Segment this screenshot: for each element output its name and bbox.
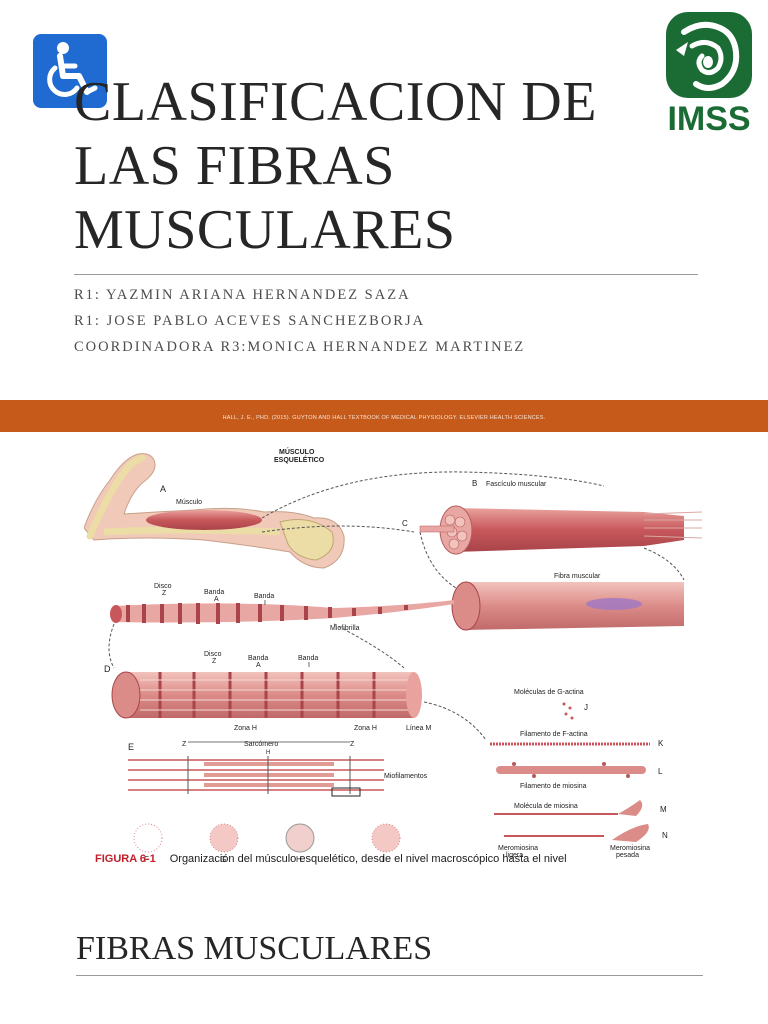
label-f: F (144, 855, 149, 864)
label-i3: I (382, 855, 384, 864)
title-line: CLASIFICACION DE (74, 71, 597, 133)
label-i1: I (264, 600, 266, 607)
label-fasciculo: Fascículo muscular (486, 481, 547, 488)
label-z3: Z (182, 741, 187, 748)
label-miofilamentos: Miofilamentos (384, 773, 428, 780)
label-n: N (662, 831, 668, 840)
label-j: J (584, 703, 588, 712)
molecules-column: Moléculas de G-actina J Filamento de F-a… (490, 689, 668, 859)
label-c: C (402, 519, 408, 528)
fascicle-illustration: B Fascículo muscular C (402, 479, 703, 555)
label-l: L (658, 767, 663, 776)
sarcomere-illustration: E Z Sarcómero Z H Miofilamentos (128, 741, 428, 797)
wheelchair-icon (33, 34, 107, 108)
figure-caption: FIGURA 6-1 Organización del músculo esque… (95, 853, 705, 865)
muscle-fiber-illustration: Fibra muscular (451, 573, 684, 631)
muscle-organization-figure: A Músculo MÚSCULO ESQUELÉTICO B Fascícul… (83, 440, 704, 872)
label-meromiosina-l2: ligera (506, 852, 523, 859)
label-a: A (160, 484, 166, 494)
cross-sections: F G H I (133, 823, 401, 864)
label-f-actina: Filamento de F-actina (520, 731, 588, 738)
author-line: COORDINADORA R3:MONICA HERNANDEZ MARTINE… (74, 339, 526, 355)
author-line: R1: JOSE PABLO ACEVES SANCHEZBORJA (74, 313, 426, 329)
label-disco2: Disco (204, 651, 222, 658)
label-meromiosina-p2: pesada (616, 852, 639, 859)
figure-heading-1: MÚSCULO (279, 447, 315, 456)
page-title: CLASIFICACION DE LAS FIBRAS MUSCULARES (74, 70, 674, 262)
label-z1: Z (162, 590, 167, 597)
label-g: G (220, 855, 226, 864)
myofibril-illustration: Disco Z Banda A Banda I Miofibrilla (110, 583, 454, 632)
label-meromiosina-l1: Meromiosina (498, 845, 538, 852)
figure-caption-text: Organización del músculo esquelético, de… (169, 853, 567, 865)
label-h2: H (296, 855, 302, 864)
label-miosina-fil: Filamento de miosina (520, 783, 587, 790)
myofibril-bundle-illustration: D Disco Z Banda A Banda I Zona H Zona H … (104, 651, 431, 732)
label-sarcomero: Sarcómero (244, 741, 278, 748)
citation-text: HALL, J. E., PHD. (2015). GUYTON AND HAL… (222, 415, 546, 421)
author-line: R1: YAZMIN ARIANA HERNANDEZ SAZA (74, 287, 411, 303)
figure-heading-2: ESQUELÉTICO (274, 455, 325, 464)
label-banda-a1: Banda (204, 589, 224, 596)
divider (74, 274, 698, 275)
label-a2: A (256, 662, 261, 669)
label-b: B (472, 479, 477, 488)
label-banda-a2: Banda (248, 655, 268, 662)
imss-logo-icon: IMSS (662, 12, 756, 138)
label-i2: I (308, 662, 310, 669)
label-banda-i2: Banda (298, 655, 318, 662)
label-musculo: Músculo (176, 499, 202, 506)
label-banda-i1: Banda (254, 593, 274, 600)
label-fibra: Fibra muscular (554, 573, 601, 580)
label-m: M (660, 805, 667, 814)
label-zona-h1: Zona H (234, 725, 257, 732)
label-h: H (266, 750, 270, 756)
label-k: K (658, 739, 664, 748)
label-meromiosina-p1: Meromiosina (610, 845, 650, 852)
title-line: MUSCULARES (74, 199, 456, 261)
divider (76, 975, 703, 976)
label-a1: A (214, 596, 219, 603)
label-miosina-mol: Molécula de miosina (514, 803, 578, 810)
imss-logo-text: IMSS (667, 100, 750, 134)
label-miofibrilla: Miofibrilla (330, 625, 360, 632)
accent-band (0, 400, 768, 432)
authors-list: R1: YAZMIN ARIANA HERNANDEZ SAZA R1: JOS… (74, 282, 694, 360)
figure-caption-label: FIGURA 6-1 (95, 853, 156, 865)
label-linea-m: Línea M (406, 725, 431, 732)
label-e: E (128, 742, 134, 752)
label-zona-h2: Zona H (354, 725, 377, 732)
label-z2: Z (212, 658, 217, 665)
label-d: D (104, 664, 111, 674)
label-g-actina: Moléculas de G-actina (514, 689, 584, 696)
title-line: LAS FIBRAS (74, 135, 395, 197)
label-disco1: Disco (154, 583, 172, 590)
arm-illustration: A Músculo (83, 453, 345, 569)
label-z4: Z (350, 741, 355, 748)
section-title: FIBRAS MUSCULARES (76, 930, 433, 967)
